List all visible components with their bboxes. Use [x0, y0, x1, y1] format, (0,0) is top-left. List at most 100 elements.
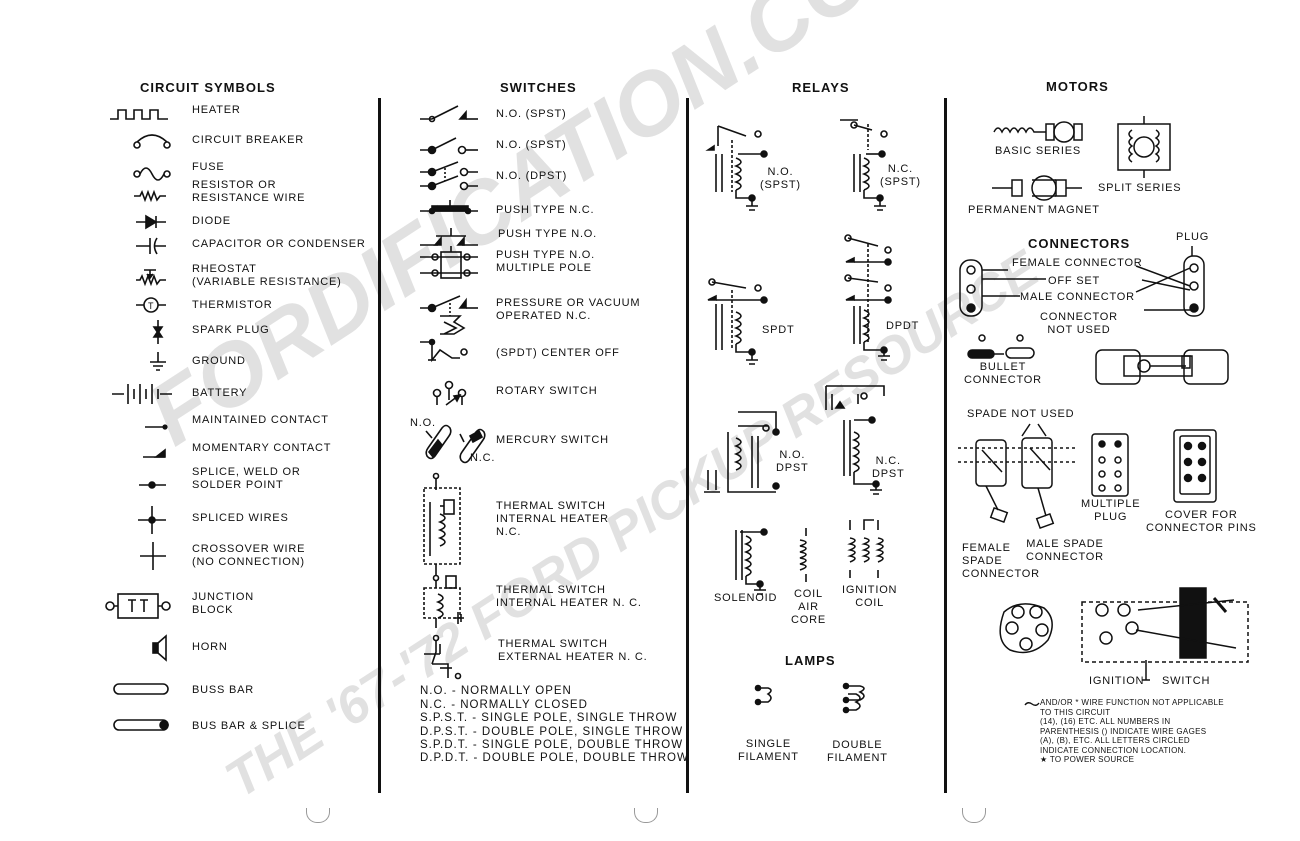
divider-1: [378, 98, 381, 793]
thermal-switch-2-icon: [423, 575, 464, 628]
female-connector-label: FEMALE CONNECTOR: [1012, 257, 1143, 269]
ground-icon: [150, 352, 166, 371]
lamps-heading: LAMPS: [785, 653, 836, 668]
ignition-coil-icon: [847, 519, 884, 578]
solenoid-icon: [735, 528, 768, 595]
push-nc-label: PUSH TYPE N.C.: [496, 204, 595, 216]
battery-icon: [112, 384, 172, 404]
split-series-label: SPLIT SERIES: [1098, 182, 1182, 194]
capacitor-icon: [136, 237, 166, 255]
double-filament-icon: [842, 682, 865, 714]
spliced-wires-label: SPLICED WIRES: [192, 512, 289, 524]
connector-not-used-label: CONNECTOR NOT USED: [1040, 311, 1118, 336]
relay-no-spst-icon: [705, 125, 768, 211]
rheostat-icon: [136, 269, 166, 287]
note-connection-location: (A), (B), ETC. ALL LETTERS CIRCLED INDIC…: [1040, 736, 1190, 755]
relay-nc-spst-label: N.C. (SPST): [880, 163, 921, 188]
tilde-icon: [1024, 702, 1040, 706]
spark-plug-label: SPARK PLUG: [192, 324, 270, 336]
fuse-label: FUSE: [192, 161, 225, 173]
switch-no-spst-label: N.O. (SPST): [496, 108, 567, 120]
horn-icon: [152, 634, 167, 662]
rotary-switch-icon: [432, 380, 467, 406]
battery-label: BATTERY: [192, 387, 248, 399]
mercury-nc-label: N.C.: [470, 452, 496, 464]
diode-label: DIODE: [192, 215, 231, 227]
air-core-coil-icon: [799, 528, 807, 582]
junction-block-label: JUNCTION BLOCK: [192, 591, 255, 616]
relay-no-dpst-label: N.O. DPST: [776, 449, 809, 474]
permanent-magnet-label: PERMANENT MAGNET: [968, 204, 1100, 216]
thermal-switch-icon: [423, 472, 461, 582]
legend-row: D.P.D.T. - DOUBLE POLE, DOUBLE THROW: [420, 752, 689, 764]
switch-no-spst-2-icon: [420, 137, 478, 155]
rotary-switch-label: ROTARY SWITCH: [496, 385, 598, 397]
connector-cover-icon: [1173, 429, 1217, 503]
rheostat-label: RHEOSTAT (VARIABLE RESISTANCE): [192, 263, 342, 288]
pressure-switch-icon: [420, 295, 478, 335]
heater-icon: [110, 109, 168, 120]
relay-nc-dpst-label: N.C. DPST: [872, 455, 905, 480]
momentary-contact-icon: [143, 448, 166, 458]
male-connector-label: MALE CONNECTOR: [1020, 291, 1135, 303]
relay-spdt-icon: [707, 278, 768, 365]
fuse-icon: [133, 167, 171, 181]
heater-label: HEATER: [192, 104, 241, 116]
switch-no-spst-2-label: N.O. (SPST): [496, 139, 567, 151]
push-no-label: PUSH TYPE N.O.: [498, 228, 598, 240]
legend-row: N.C. - NORMALLY CLOSED: [420, 699, 588, 711]
legend-row: D.P.S.T. - DOUBLE POLE, SINGLE THROW: [420, 726, 684, 738]
ignition-coil-label: IGNITION COIL: [842, 584, 898, 609]
thermal-switch-label: THERMAL SWITCH INTERNAL HEATER N.C.: [496, 500, 609, 538]
connector-cover-label: COVER FOR CONNECTOR PINS: [1146, 509, 1257, 534]
momentary-contact-label: MOMENTARY CONTACT: [192, 442, 332, 454]
thermal-switch-ext-icon: [424, 634, 462, 680]
thermistor-icon: T: [136, 297, 166, 313]
large-connector-icon: [1095, 349, 1229, 385]
circuit-symbol-icons: T: [105, 109, 172, 731]
ignition-switch-icon: [999, 587, 1249, 681]
push-multi-pole-icon: [420, 246, 478, 279]
female-spade-label: FEMALE SPADE CONNECTOR: [962, 542, 1040, 580]
note-wire-gages: (14), (16) ETC. ALL NUMBERS IN PARENTHES…: [1040, 717, 1207, 736]
diode-icon: [136, 214, 166, 230]
switches-heading: SWITCHES: [500, 80, 577, 95]
basic-series-label: BASIC SERIES: [995, 145, 1082, 157]
switch-no-spst-icon: [420, 105, 478, 123]
divider-3: [944, 98, 947, 793]
push-multi-pole-label: PUSH TYPE N.O. MULTIPLE POLE: [496, 249, 596, 274]
mercury-switch-label: MERCURY SWITCH: [496, 434, 609, 446]
split-series-motor-icon: [1117, 116, 1171, 178]
relay-nc-dpst-icon: [825, 385, 885, 495]
bullet-connector-label: BULLET CONNECTOR: [964, 361, 1042, 386]
switch-no-dpst-label: N.O. (DPST): [496, 170, 568, 182]
maintained-contact-label: MAINTAINED CONTACT: [192, 414, 329, 426]
offset-label: OFF SET: [1048, 275, 1101, 287]
ignition-label: IGNITION: [1089, 675, 1145, 687]
permanent-magnet-motor-icon: [992, 175, 1082, 201]
ground-label: GROUND: [192, 355, 246, 367]
relay-dpdt-label: DPDT: [886, 320, 920, 332]
switch-no-dpst-icon: [420, 161, 478, 191]
relay-spdt-label: SPDT: [762, 324, 795, 336]
legend-row: N.O. - NORMALLY OPEN: [420, 685, 572, 697]
mercury-no-label: N.O.: [410, 417, 436, 429]
crossover-wire-icon: [140, 542, 166, 570]
single-filament-label: SINGLE FILAMENT: [738, 738, 799, 763]
buss-bar-icon: [113, 683, 169, 695]
push-no-icon: [420, 228, 478, 246]
relay-no-dpst-icon: [704, 411, 780, 493]
relay-icons: [704, 119, 892, 714]
spdt-center-off-label: (SPDT) CENTER OFF: [496, 347, 620, 359]
male-spade-label: MALE SPADE CONNECTOR: [1026, 538, 1104, 563]
spliced-wires-icon: [138, 506, 166, 534]
mercury-switch-icon: [425, 424, 486, 464]
double-filament-label: DOUBLE FILAMENT: [827, 739, 888, 764]
resistor-icon: [134, 189, 166, 203]
switch-icons: [420, 105, 486, 680]
legend-row: S.P.S.T. - SINGLE POLE, SINGLE THROW: [420, 712, 678, 724]
multiple-plug-label: MULTIPLE PLUG: [1081, 498, 1141, 523]
spade-not-used-label: SPADE NOT USED: [967, 408, 1075, 420]
air-core-coil-label: COIL AIR CORE: [791, 588, 826, 626]
relays-heading: RELAYS: [792, 80, 850, 95]
